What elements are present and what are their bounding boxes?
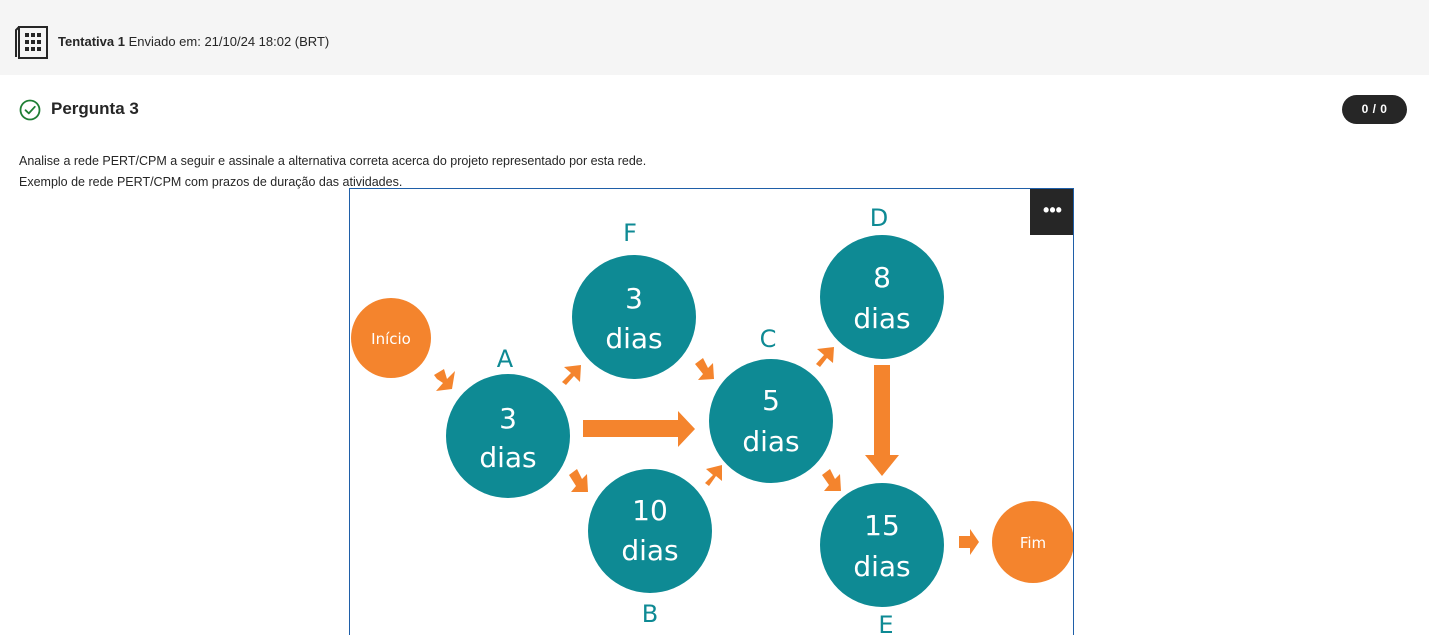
prompt-line-2: Exemplo de rede PERT/CPM com prazos de d… <box>19 175 403 189</box>
node-c <box>709 359 833 483</box>
question-title: Pergunta 3 <box>51 99 139 118</box>
arrow-f-c <box>695 358 714 380</box>
arrow-a-c <box>583 411 695 447</box>
node-f-unit: dias <box>605 322 662 355</box>
node-c-unit: dias <box>742 425 799 458</box>
attempt-label: Tentativa 1 <box>58 34 125 49</box>
network-arrows <box>434 347 979 555</box>
submitted-date: Enviado em: 21/10/24 18:02 (BRT) <box>128 34 330 49</box>
attempt-bar: Tentativa 1 Enviado em: 21/10/24 18:02 (… <box>0 0 1429 75</box>
node-f-letter: F <box>623 219 637 247</box>
node-b-unit: dias <box>621 534 678 567</box>
pert-network-figure: Início Fim 3 dias A 3 dias F 10 dias B 5… <box>349 188 1074 635</box>
node-a-unit: dias <box>479 441 536 474</box>
node-c-duration: 5 <box>762 384 780 417</box>
start-node <box>351 298 431 378</box>
arrow-c-e <box>822 469 841 491</box>
node-e-letter: E <box>878 611 893 635</box>
node-b-duration: 10 <box>632 494 668 527</box>
node-a <box>446 374 570 498</box>
node-e <box>820 483 944 607</box>
node-a-duration: 3 <box>499 402 517 435</box>
node-d-letter: D <box>870 204 888 232</box>
node-f-duration: 3 <box>625 282 643 315</box>
arrow-a-f <box>562 365 581 385</box>
calculator-icon <box>15 26 48 59</box>
pert-network-diagram: Início Fim 3 dias A 3 dias F 10 dias B 5… <box>351 204 1073 635</box>
node-b-letter: B <box>642 600 658 628</box>
node-a-letter: A <box>497 345 514 373</box>
more-options-button[interactable]: ••• <box>1030 189 1073 235</box>
node-c-letter: C <box>760 325 777 353</box>
attempt-info: Tentativa 1 Enviado em: 21/10/24 18:02 (… <box>58 34 329 49</box>
start-label: Início <box>371 330 411 348</box>
node-f <box>572 255 696 379</box>
arrow-b-c <box>705 465 722 486</box>
score-badge: 0 / 0 <box>1342 95 1407 124</box>
arrow-start-a <box>434 369 455 391</box>
end-node <box>992 501 1073 583</box>
node-e-duration: 15 <box>864 509 900 542</box>
node-d-unit: dias <box>853 302 910 335</box>
arrow-a-b <box>569 469 588 492</box>
node-b <box>588 469 712 593</box>
node-d-duration: 8 <box>873 261 891 294</box>
arrow-c-d <box>816 347 834 367</box>
arrow-e-end <box>959 529 979 555</box>
question-prompt: Analise a rede PERT/CPM a seguir e assin… <box>19 151 646 193</box>
node-e-unit: dias <box>853 550 910 583</box>
prompt-line-1: Analise a rede PERT/CPM a seguir e assin… <box>19 154 647 168</box>
arrow-d-e <box>865 365 899 476</box>
check-circle-icon <box>19 99 41 121</box>
node-d <box>820 235 944 359</box>
end-label: Fim <box>1020 534 1046 552</box>
